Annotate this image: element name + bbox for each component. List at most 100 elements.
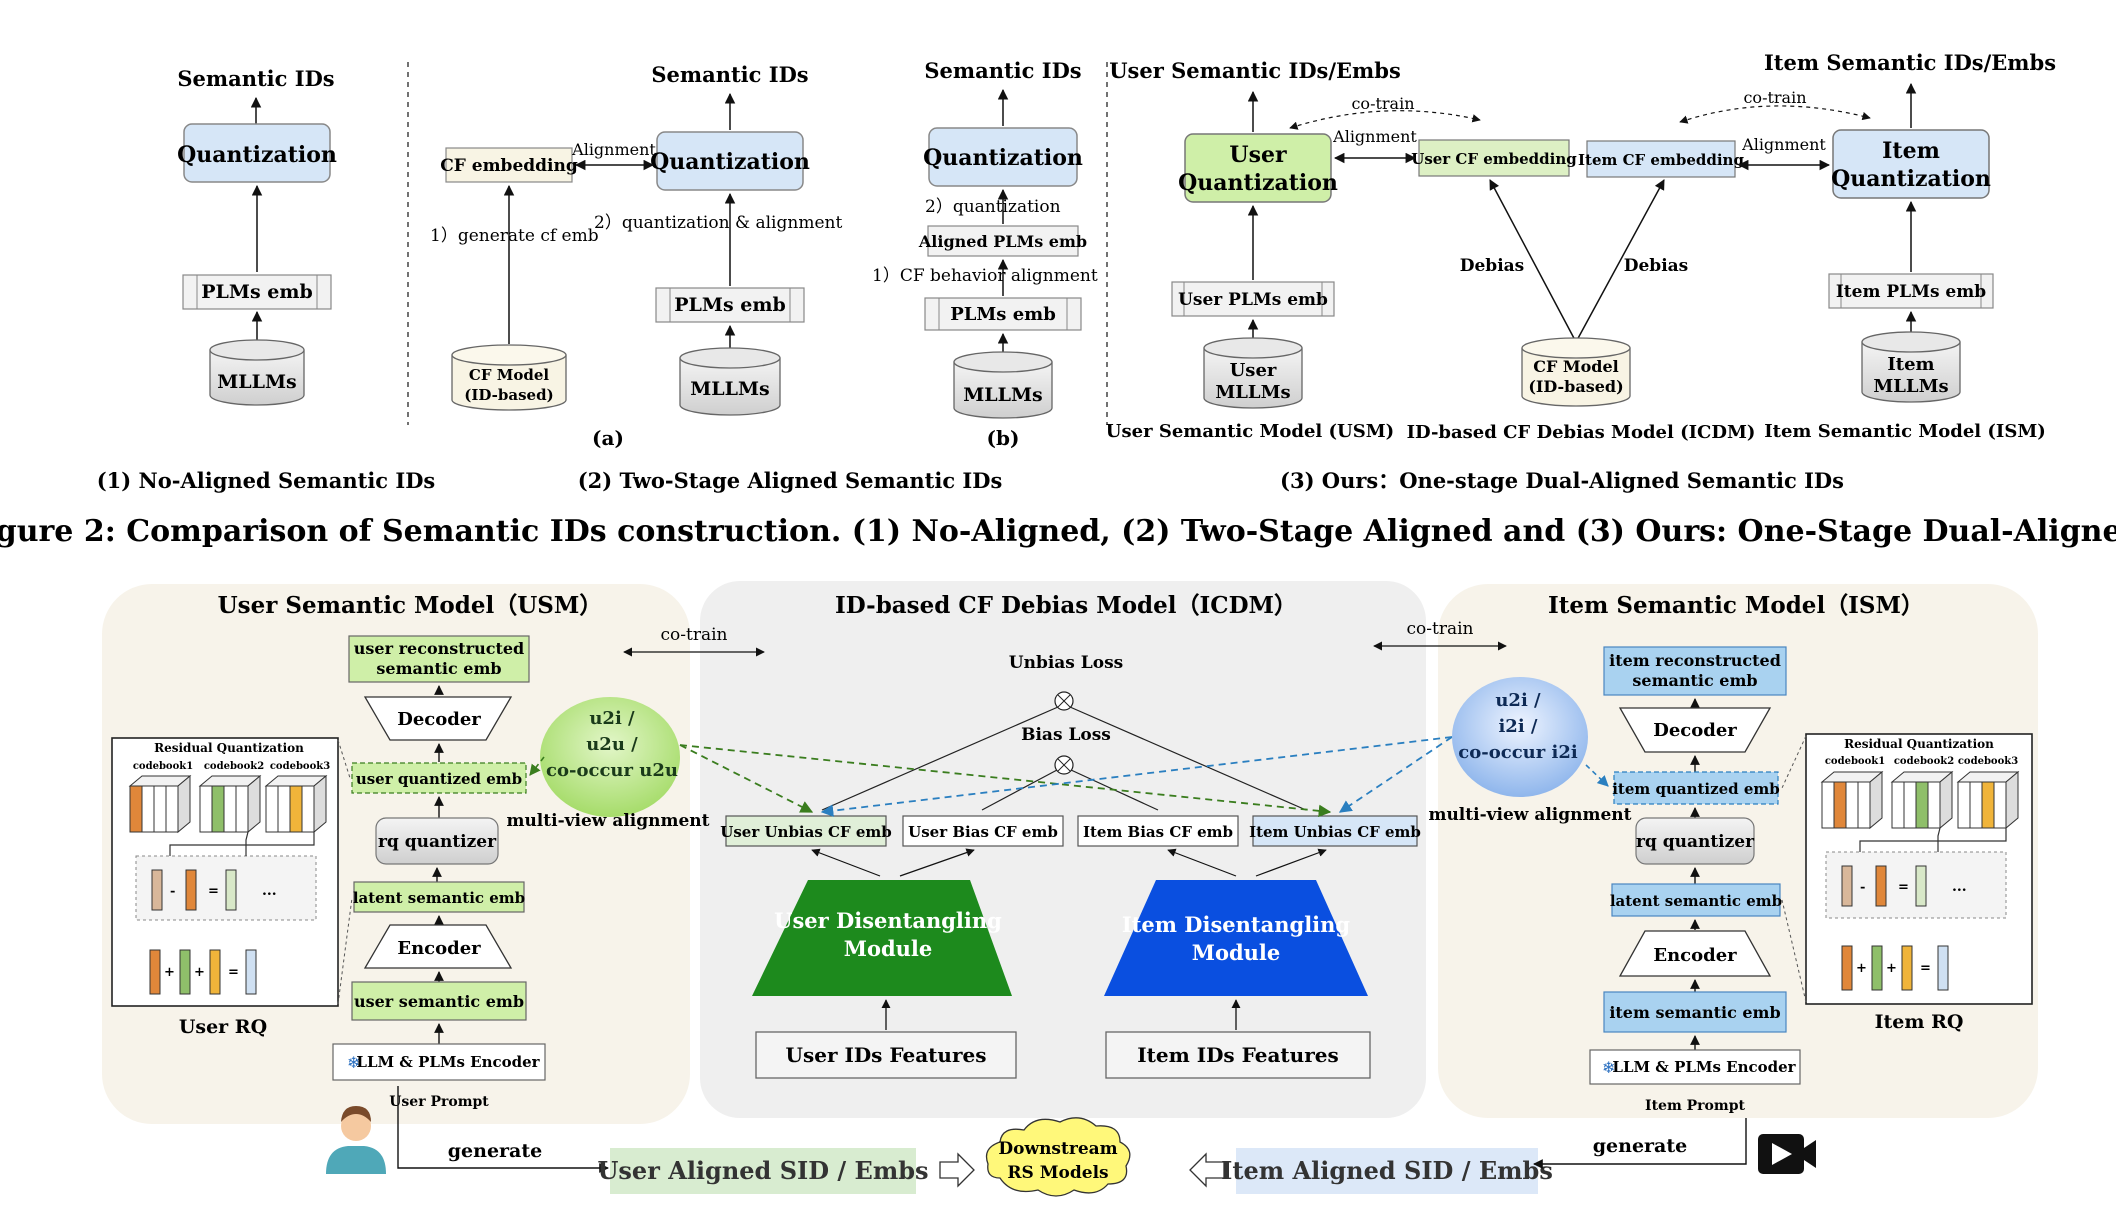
usm-quantized-box — [351, 762, 527, 794]
p3-item-quant-1: Item — [1882, 138, 1940, 164]
pa-mllms-cylinder — [679, 347, 781, 416]
usm-latent-box — [353, 881, 525, 913]
pb-aligned: Aligned PLMs emb — [918, 232, 1087, 251]
usm-view-2: u2u / — [586, 734, 638, 755]
icdm-user-unbias: User Unbias CF emb — [720, 823, 891, 841]
ism-reconstructed-2: semantic emb — [1632, 671, 1757, 690]
bottom-section: User Semantic Model（USM） user reconstruc… — [102, 581, 2038, 1197]
ism: Item Semantic Model（ISM） item reconstruc… — [1428, 592, 2033, 1114]
alignment-arrows — [679, 736, 1453, 818]
ism-llm-encoder: LLM & PLMs Encoder — [1612, 1058, 1796, 1076]
p3-user-quant-box — [1184, 133, 1332, 203]
usm-codebook3-stack — [264, 774, 328, 834]
ism-prompt: Item Prompt — [1645, 1098, 1745, 1114]
p3-ism-label: Item Semantic Model (ISM) — [1764, 421, 2046, 442]
usm-rq-quantizer-box — [375, 817, 499, 865]
usm-reconstructed-box — [348, 635, 530, 683]
icdm-user-module-shape — [752, 880, 1012, 996]
ism-rq-quantizer-box — [1635, 817, 1755, 865]
bottom-cotrain-right: co-train — [1407, 619, 1474, 639]
usm-encoder-shape — [363, 924, 513, 969]
p3-cf-model-2: (ID-based) — [1528, 377, 1623, 396]
p1-quantization-box — [183, 123, 331, 183]
p1-mllms-cylinder — [209, 339, 305, 406]
pa-mllms: MLLMs — [690, 378, 769, 400]
usm-semantic: user semantic emb — [354, 992, 524, 1011]
usm-prompt: User Prompt — [389, 1094, 489, 1110]
usm-quantized: user quantized emb — [356, 770, 522, 788]
usm-decoder-shape — [363, 696, 513, 741]
icdm-user-module-2: Module — [844, 936, 933, 961]
p3-item-mllms-2: MLLMs — [1873, 376, 1948, 397]
icdm-user-features: User IDs Features — [786, 1043, 987, 1067]
p3-cotrain-left: co-train — [1351, 94, 1414, 113]
usm-llm-encoder: LLM & PLMs Encoder — [356, 1053, 540, 1071]
icdm-item-features: Item IDs Features — [1137, 1043, 1338, 1067]
ism-sum-vectors: + + = — [1841, 945, 1949, 991]
snowflake-icon: ❄ — [347, 1053, 360, 1072]
pa-cf-model-2: (ID-based) — [464, 386, 553, 404]
usm-codebook1-stack — [128, 774, 192, 834]
icdm-user-module-1: User Disentangling — [774, 908, 1002, 933]
generate-right: generate — [1593, 1135, 1687, 1157]
p3-item-plms-box — [1828, 273, 1994, 309]
user-sid: User Aligned SID / Embs — [597, 1156, 928, 1185]
ism-view-bubble — [1452, 677, 1588, 797]
p3-user-title: User Semantic IDs/Embs — [1109, 58, 1401, 83]
pa-cf-embedding: CF embedding — [440, 156, 578, 176]
ism-quantized: item quantized emb — [1612, 780, 1780, 798]
pa-quantization-box — [656, 131, 804, 191]
p3-item-cf-box — [1586, 140, 1736, 178]
ism-rq-title: Residual Quantization — [1844, 737, 1994, 751]
p3-cf-model-cylinder — [1521, 337, 1631, 407]
p3-item-cf: Item CF embedding — [1578, 151, 1744, 169]
ism-codebook1-stack — [1820, 770, 1884, 830]
ism-title: Item Semantic Model（ISM） — [1548, 592, 1924, 619]
p3-cotrain-right: co-train — [1743, 88, 1806, 107]
pb-mllms-cylinder — [953, 351, 1053, 419]
output-row: generate User Aligned SID / Embs Downstr… — [326, 1086, 1816, 1197]
usm-view-3: co-occur u2u — [546, 760, 678, 781]
user-avatar-icon — [326, 1106, 386, 1174]
ism-reconstructed-1: item reconstructed — [1609, 651, 1781, 670]
icdm-item-bias-box — [1077, 815, 1239, 847]
ism-decoder: Decoder — [1653, 720, 1737, 741]
pa-cf-embedding-box — [445, 147, 573, 183]
ism-decoder-shape — [1618, 707, 1772, 753]
p3-item-quant-2: Quantization — [1831, 166, 1991, 192]
icdm-title: ID-based CF Debias Model（ICDM） — [835, 592, 1297, 619]
usm-title: User Semantic Model（USM） — [218, 592, 603, 619]
p3-user-cf-box — [1418, 139, 1570, 177]
p1-plms: PLMs emb — [201, 281, 312, 303]
svg-text:=: = — [1920, 961, 1931, 976]
pb-quantization: Quantization — [923, 145, 1083, 171]
usm-view-1: u2i / — [589, 708, 635, 729]
ism-multiview: multi-view alignment — [1428, 805, 1631, 825]
pa-semantic-ids: Semantic IDs — [651, 62, 808, 87]
ism-codebook2-stack — [1890, 770, 1954, 830]
item-sid-box — [1236, 1148, 1538, 1194]
pa-label: (a) — [592, 426, 624, 450]
snowflake-icon: ❄ — [1602, 1058, 1615, 1077]
p3-user-mllms-1: User — [1230, 360, 1277, 381]
usm-codebook3: codebook3 — [270, 761, 330, 772]
pa-cf-model-1: CF Model — [469, 366, 549, 384]
video-camera-icon — [1758, 1134, 1816, 1174]
p3-alignment-right: Alignment — [1741, 135, 1826, 154]
pb-semantic-ids: Semantic IDs — [924, 58, 1081, 83]
pb-mllms: MLLMs — [963, 384, 1042, 406]
icdm-item-unbias: Item Unbias CF emb — [1249, 823, 1421, 841]
usm-ellipsis: ... — [262, 883, 277, 899]
svg-text:+: + — [194, 965, 205, 980]
p3-user-mllms-cylinder — [1203, 337, 1303, 409]
icdm-user-bias-box — [902, 815, 1064, 847]
usm-reconstructed-2: semantic emb — [376, 659, 501, 678]
caption-two-stage: (2) Two-Stage Aligned Semantic IDs — [578, 468, 1003, 493]
left-block-arrow-icon — [1189, 1152, 1225, 1188]
usm-decoder: Decoder — [397, 709, 481, 730]
pa-quantization: Quantization — [650, 149, 810, 175]
ism-codebook3: codebook3 — [1958, 756, 2018, 767]
icdm-bias-loss: Bias Loss — [1021, 725, 1111, 745]
ism-codebook3-stack — [1956, 770, 2020, 830]
